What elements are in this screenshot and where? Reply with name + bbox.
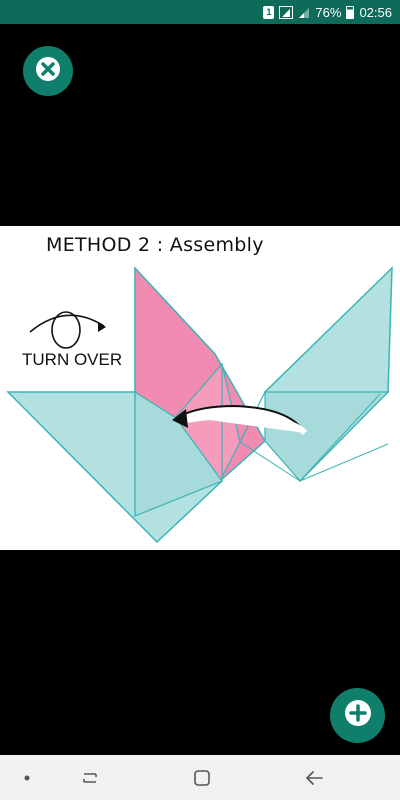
instruction-image: METHOD 2 : Assembly TURN OVER bbox=[0, 226, 400, 550]
origami-diagram bbox=[6, 266, 393, 544]
add-button[interactable] bbox=[330, 688, 385, 743]
signal-icon-2 bbox=[298, 6, 310, 19]
status-bar: 1 76% 02:56 bbox=[0, 0, 400, 24]
close-icon bbox=[35, 56, 61, 87]
method-title: METHOD 2 : Assembly bbox=[46, 234, 264, 256]
battery-percent: 76% bbox=[315, 4, 342, 20]
turn-over-label: TURN OVER bbox=[22, 350, 123, 369]
signal-icon bbox=[279, 5, 294, 19]
back-icon[interactable] bbox=[302, 766, 326, 790]
clock: 02:56 bbox=[359, 4, 392, 20]
battery-icon bbox=[346, 5, 355, 19]
navigation-bar bbox=[0, 755, 400, 800]
home-icon[interactable] bbox=[190, 766, 214, 790]
plus-icon bbox=[344, 699, 372, 732]
dot-icon[interactable] bbox=[20, 771, 34, 785]
close-button[interactable] bbox=[23, 46, 73, 96]
sim-icon: 1 bbox=[263, 5, 275, 19]
recent-apps-icon[interactable] bbox=[78, 766, 102, 790]
